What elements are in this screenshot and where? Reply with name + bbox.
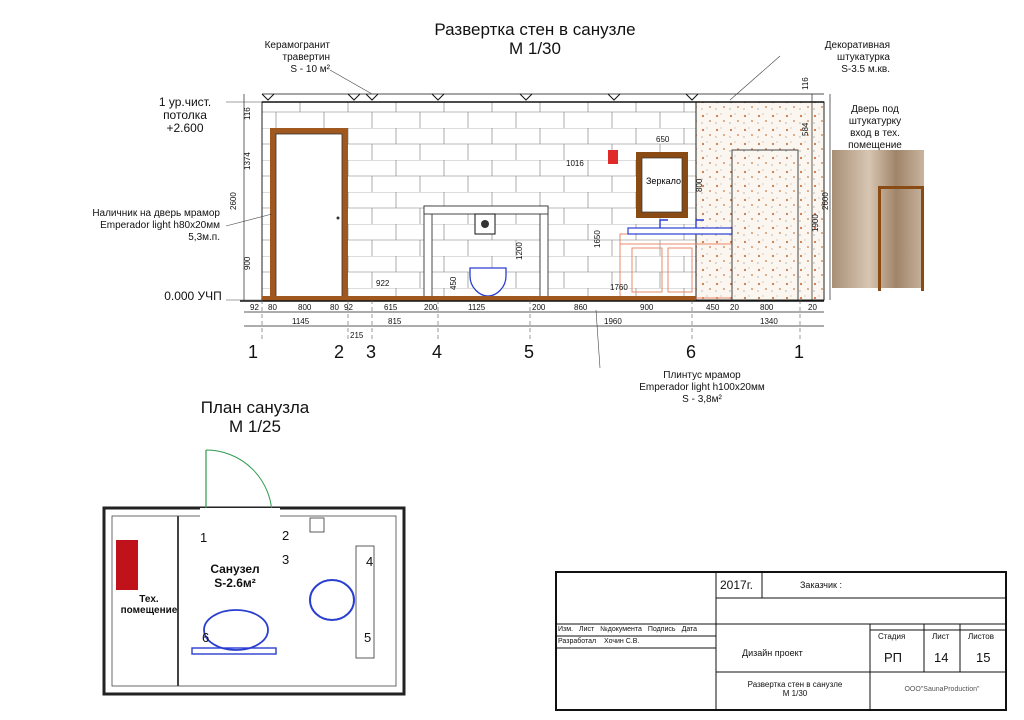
svg-text:1125: 1125	[468, 303, 486, 312]
svg-text:80: 80	[330, 303, 339, 312]
svg-text:450: 450	[449, 276, 458, 290]
svg-text:20: 20	[808, 303, 817, 312]
svg-text:1016: 1016	[566, 159, 584, 168]
svg-text:450: 450	[706, 303, 720, 312]
stamp-project: Дизайн проект	[742, 648, 803, 658]
svg-text:1340: 1340	[760, 317, 778, 326]
toilet-plan	[309, 579, 355, 621]
stamp-sheet-h: Лист	[932, 632, 950, 641]
title-block	[555, 571, 1007, 711]
svg-text:815: 815	[388, 317, 402, 326]
door-callout: Дверь под штукатурку вход в тех. помещен…	[848, 104, 902, 151]
svg-text:2600: 2600	[229, 192, 238, 210]
elevation-title: Развертка стен в санузле М 1/30	[434, 20, 636, 58]
axis-6: 6	[686, 342, 697, 362]
stamp-sheets: 15	[976, 650, 991, 665]
svg-text:20: 20	[730, 303, 739, 312]
svg-text:584: 584	[801, 122, 810, 136]
plaster-callout: Декоративная штукатурка S-3.5 м.кв.	[824, 40, 890, 75]
svg-text:200: 200	[424, 303, 438, 312]
svg-text:922: 922	[376, 279, 390, 288]
plan-mark-1: 1	[200, 530, 207, 545]
svg-text:116: 116	[801, 77, 810, 90]
svg-text:860: 860	[574, 303, 588, 312]
plan-title: План санузла М 1/25	[200, 398, 310, 436]
svg-text:800: 800	[298, 303, 312, 312]
axis-5: 5	[524, 342, 535, 362]
stamp-stage-h: Стадия	[878, 632, 906, 641]
tech-heater	[116, 540, 138, 590]
svg-text:1145: 1145	[292, 317, 310, 326]
stamp-year: 2017г.	[720, 578, 753, 592]
svg-text:1200: 1200	[515, 242, 524, 260]
door-photo	[832, 150, 924, 291]
svg-text:1374: 1374	[243, 152, 252, 170]
plan-mark-2: 2	[282, 528, 289, 543]
stamp-drawing: Развертка стен в санузле М 1/30	[747, 680, 843, 698]
svg-text:1960: 1960	[604, 317, 622, 326]
svg-text:2600: 2600	[821, 192, 830, 210]
svg-text:900: 900	[640, 303, 654, 312]
mirror-label: Зеркало	[646, 176, 681, 186]
svg-text:615: 615	[384, 303, 398, 312]
plan-mark-4: 4	[366, 554, 373, 569]
wall-lamp	[608, 150, 618, 164]
axis-4: 4	[432, 342, 443, 362]
plan-mark-6: 6	[202, 630, 209, 645]
plan: 1 2 3 4 5 6	[102, 449, 406, 696]
svg-text:1650: 1650	[593, 230, 602, 248]
svg-text:1900: 1900	[811, 214, 820, 232]
plan-mark-5: 5	[364, 630, 371, 645]
door-leaf	[275, 133, 343, 301]
plinth-callout: Плинтус мрамор Emperador light h100x20мм…	[639, 370, 765, 405]
ceramic-callout: Керамогранит травертин S - 10 м²	[264, 40, 330, 75]
stamp-company: ООО"SaunaProduction"	[904, 686, 980, 693]
plaster-wall	[695, 101, 825, 301]
svg-text:200: 200	[532, 303, 546, 312]
svg-text:800: 800	[695, 178, 704, 192]
svg-text:1760: 1760	[610, 283, 628, 292]
svg-text:900: 900	[243, 256, 252, 270]
tech-room-label: Тех. помещение	[120, 594, 178, 616]
plan-mark-3: 3	[282, 552, 289, 567]
stamp-developed: Разработал	[558, 638, 597, 645]
axis-1-end: 1	[794, 342, 805, 362]
axis-1: 1	[248, 342, 259, 362]
svg-text:116: 116	[243, 107, 252, 120]
ceiling-lights	[261, 93, 699, 101]
plinth	[262, 296, 696, 301]
room-label: Санузел S-2.6м²	[210, 562, 260, 590]
stamp-stage: РП	[884, 650, 903, 665]
casing-callout: Наличник на дверь мрамор Emperador light…	[92, 208, 220, 243]
axis-3: 3	[366, 342, 377, 362]
stamp-author: Хочин С.В.	[604, 638, 640, 645]
stamp-customer: Заказчик :	[800, 580, 842, 590]
svg-text:800: 800	[760, 303, 774, 312]
floor-level: 0.000 УЧП	[164, 289, 222, 303]
plaster-door-outline	[731, 149, 799, 301]
svg-text:92: 92	[344, 303, 353, 312]
svg-text:650: 650	[656, 135, 670, 144]
stamp-sheets-h: Листов	[968, 632, 994, 641]
ceiling-level: 1 ур.чист. потолка +2.600	[158, 95, 212, 135]
axis-2: 2	[334, 342, 345, 362]
svg-text:80: 80	[268, 303, 277, 312]
stamp-sheet: 14	[934, 650, 949, 665]
sink-plan	[203, 609, 269, 651]
svg-text:92: 92	[250, 303, 259, 312]
svg-text:215: 215	[350, 331, 364, 340]
